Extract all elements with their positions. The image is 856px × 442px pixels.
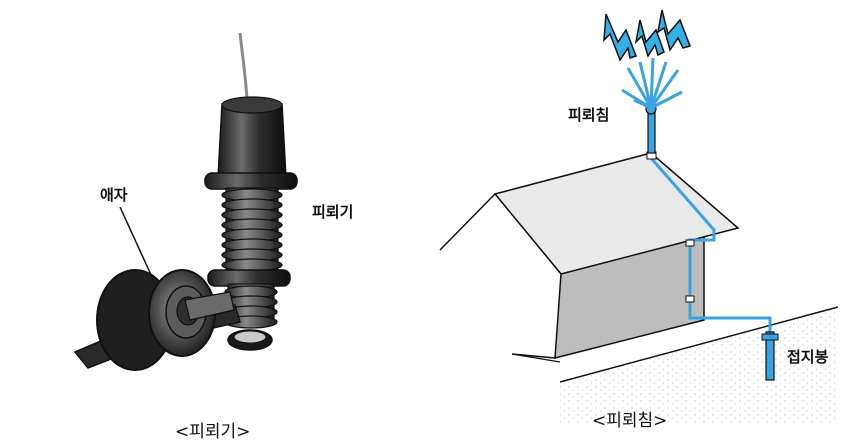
arrester-label: 피뢰기 bbox=[312, 203, 354, 221]
lightning-bolt-icon bbox=[603, 9, 691, 62]
arrester-caption: <피뢰기> bbox=[175, 422, 251, 442]
insulator-discs bbox=[96, 269, 235, 371]
lightning-rod-illustration bbox=[439, 9, 839, 424]
lightning-rod-label: 피뢰침 bbox=[568, 106, 610, 124]
arrester-ribs bbox=[221, 187, 283, 275]
lightning-rod-caption: <피뢰침> bbox=[592, 411, 668, 431]
ground-rod-label: 접지봉 bbox=[787, 348, 829, 366]
lightning-rod bbox=[621, 57, 683, 154]
insulator-leader-line bbox=[119, 206, 153, 278]
lightning-arrester-illustration bbox=[73, 32, 298, 371]
insulator-label: 애자 bbox=[100, 186, 128, 204]
ground-rod bbox=[761, 331, 779, 381]
